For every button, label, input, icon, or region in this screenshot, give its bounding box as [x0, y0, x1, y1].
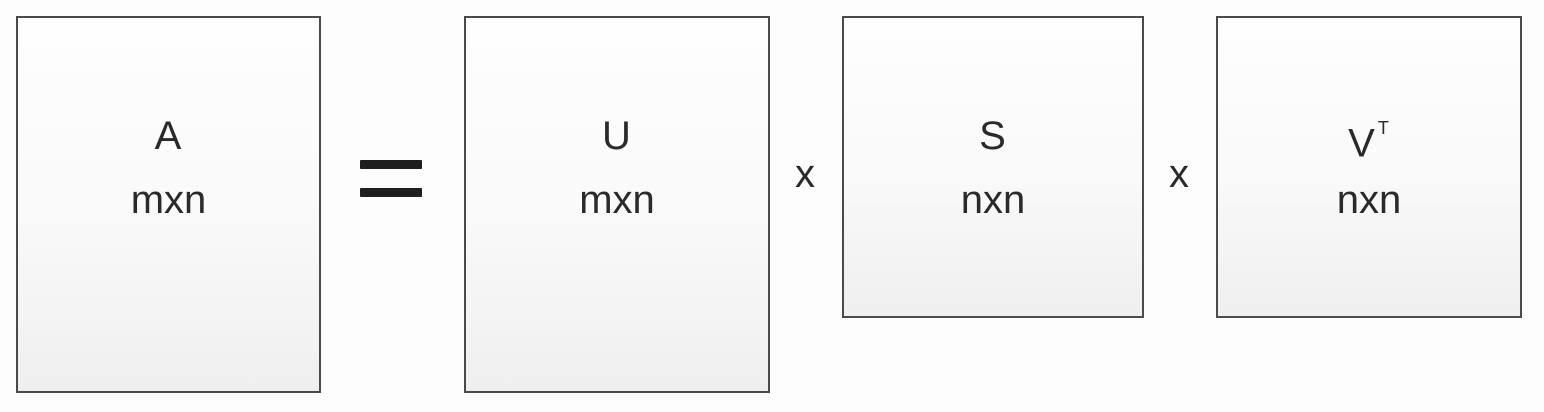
- equals-bar-bottom: [360, 188, 422, 197]
- matrix-v-name: V: [1348, 121, 1376, 166]
- equals-bar-top: [360, 160, 422, 169]
- matrix-s-dims: nxn: [960, 178, 1026, 222]
- matrix-u-box: U mxn: [464, 16, 770, 393]
- multiply-operator-2: x: [1169, 152, 1189, 196]
- matrix-u-name: U: [602, 114, 632, 158]
- multiply-operator-1: x: [795, 152, 815, 196]
- transpose-superscript: T: [1377, 118, 1390, 138]
- matrix-a-box: A mxn: [16, 16, 321, 393]
- matrix-u-dims: mxn: [579, 178, 655, 222]
- matrix-s-name: S: [979, 114, 1007, 158]
- matrix-s-box: S nxn: [842, 16, 1144, 318]
- matrix-a-dims: mxn: [130, 178, 207, 222]
- matrix-v-transpose-dims: nxn: [1336, 178, 1402, 222]
- matrix-a-name: A: [154, 114, 183, 158]
